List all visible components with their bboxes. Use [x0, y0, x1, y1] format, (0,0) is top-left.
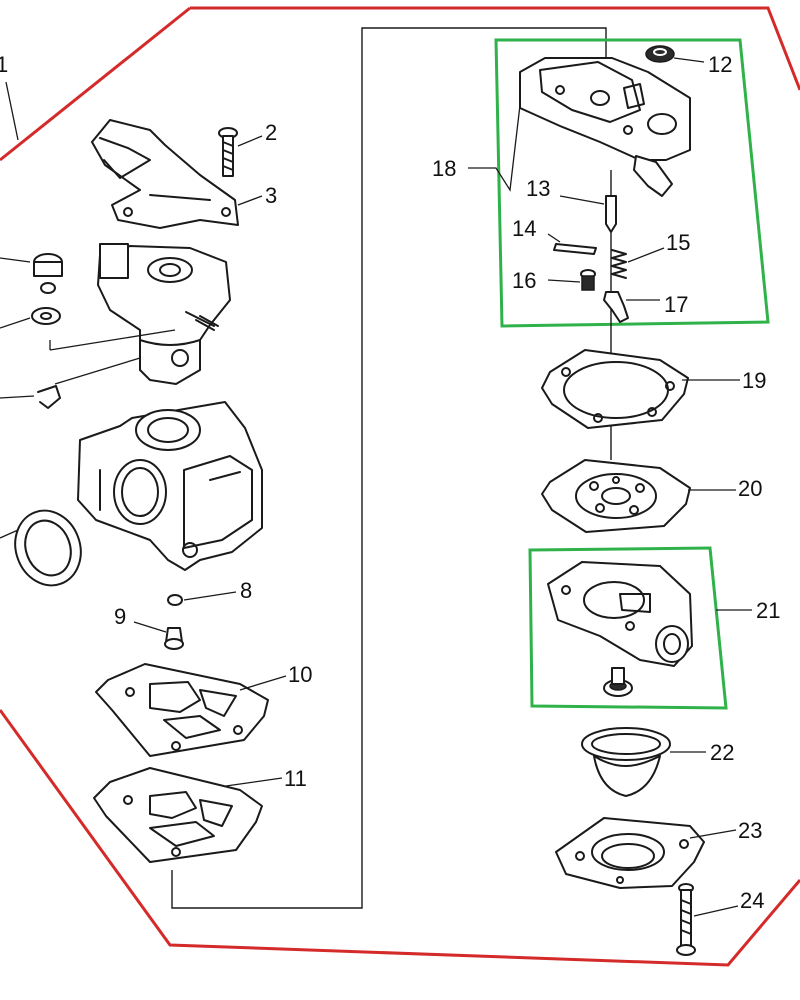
part-13-needle: [605, 195, 617, 233]
callout-8: 8: [240, 578, 252, 603]
part-throttle-housing: [97, 243, 231, 385]
part-17-lever: [603, 291, 629, 323]
part-21-pump-body: [547, 561, 693, 667]
callout-16: 16: [512, 268, 536, 293]
link-line-left: [49, 329, 176, 385]
leader-1: [5, 81, 19, 141]
leader-2: [237, 135, 263, 147]
callout-1: 1: [0, 52, 8, 77]
callout-11: 11: [284, 766, 307, 791]
leader-24: [693, 905, 739, 917]
group-box-21: [528, 546, 728, 710]
part-21-valve: [603, 667, 633, 697]
leader-8: [183, 591, 237, 601]
part-10-gasket: [95, 663, 269, 757]
callout-21: 21: [756, 598, 780, 623]
callout-13: 13: [526, 176, 550, 201]
callout-24: 24: [740, 888, 764, 913]
callout-22: 22: [710, 740, 734, 765]
part-23-retainer-plate: [555, 817, 705, 889]
part-18-metering-cover: [519, 57, 691, 197]
part-carburetor-body: [77, 401, 263, 571]
part-12-plug: [645, 45, 675, 63]
part-8-o-ring: [167, 594, 183, 606]
group-box-18: [494, 38, 770, 328]
part-clip: [0, 385, 61, 409]
part-plug: [0, 253, 63, 294]
leader-23: [689, 829, 737, 839]
callout-10: 10: [288, 662, 312, 687]
callout-3: 3: [265, 183, 277, 208]
callout-15: 15: [666, 230, 690, 255]
callout-2: 2: [265, 120, 277, 145]
leader-18: [468, 104, 521, 192]
part-15-spring: [611, 249, 627, 279]
part-24-screw: [676, 883, 696, 956]
leader-12: [673, 57, 705, 63]
leader-14: [547, 233, 561, 243]
callout-19: 19: [742, 368, 766, 393]
callout-9: 9: [114, 604, 126, 629]
leader-9: [133, 621, 167, 633]
part-11-diaphragm-plate: [93, 767, 263, 863]
part-14-pin: [553, 243, 597, 255]
leader-16: [547, 279, 581, 283]
boundary-outline: [0, 6, 800, 967]
part-2-screw: [218, 127, 238, 177]
callout-12: 12: [708, 52, 732, 77]
part-gasket-ring: [0, 509, 82, 587]
part-22-primer-bulb: [581, 727, 671, 797]
leader-13: [559, 195, 605, 205]
part-16-screw: [580, 269, 596, 291]
callout-14: 14: [512, 216, 536, 241]
leader-11: [225, 777, 283, 787]
leader-3: [237, 195, 263, 206]
part-9-jet: [164, 627, 184, 650]
part-3-choke-plate: [91, 119, 239, 229]
callout-17: 17: [664, 292, 688, 317]
part-washer: [0, 307, 61, 329]
part-20-diaphragm: [541, 459, 691, 533]
callout-18: 18: [432, 156, 456, 181]
leader-15: [627, 247, 665, 263]
assembly-connector-line: [171, 27, 607, 909]
callout-20: 20: [738, 476, 762, 501]
leader-10: [239, 675, 287, 691]
part-19-gasket: [541, 349, 689, 429]
callout-23: 23: [738, 818, 762, 843]
